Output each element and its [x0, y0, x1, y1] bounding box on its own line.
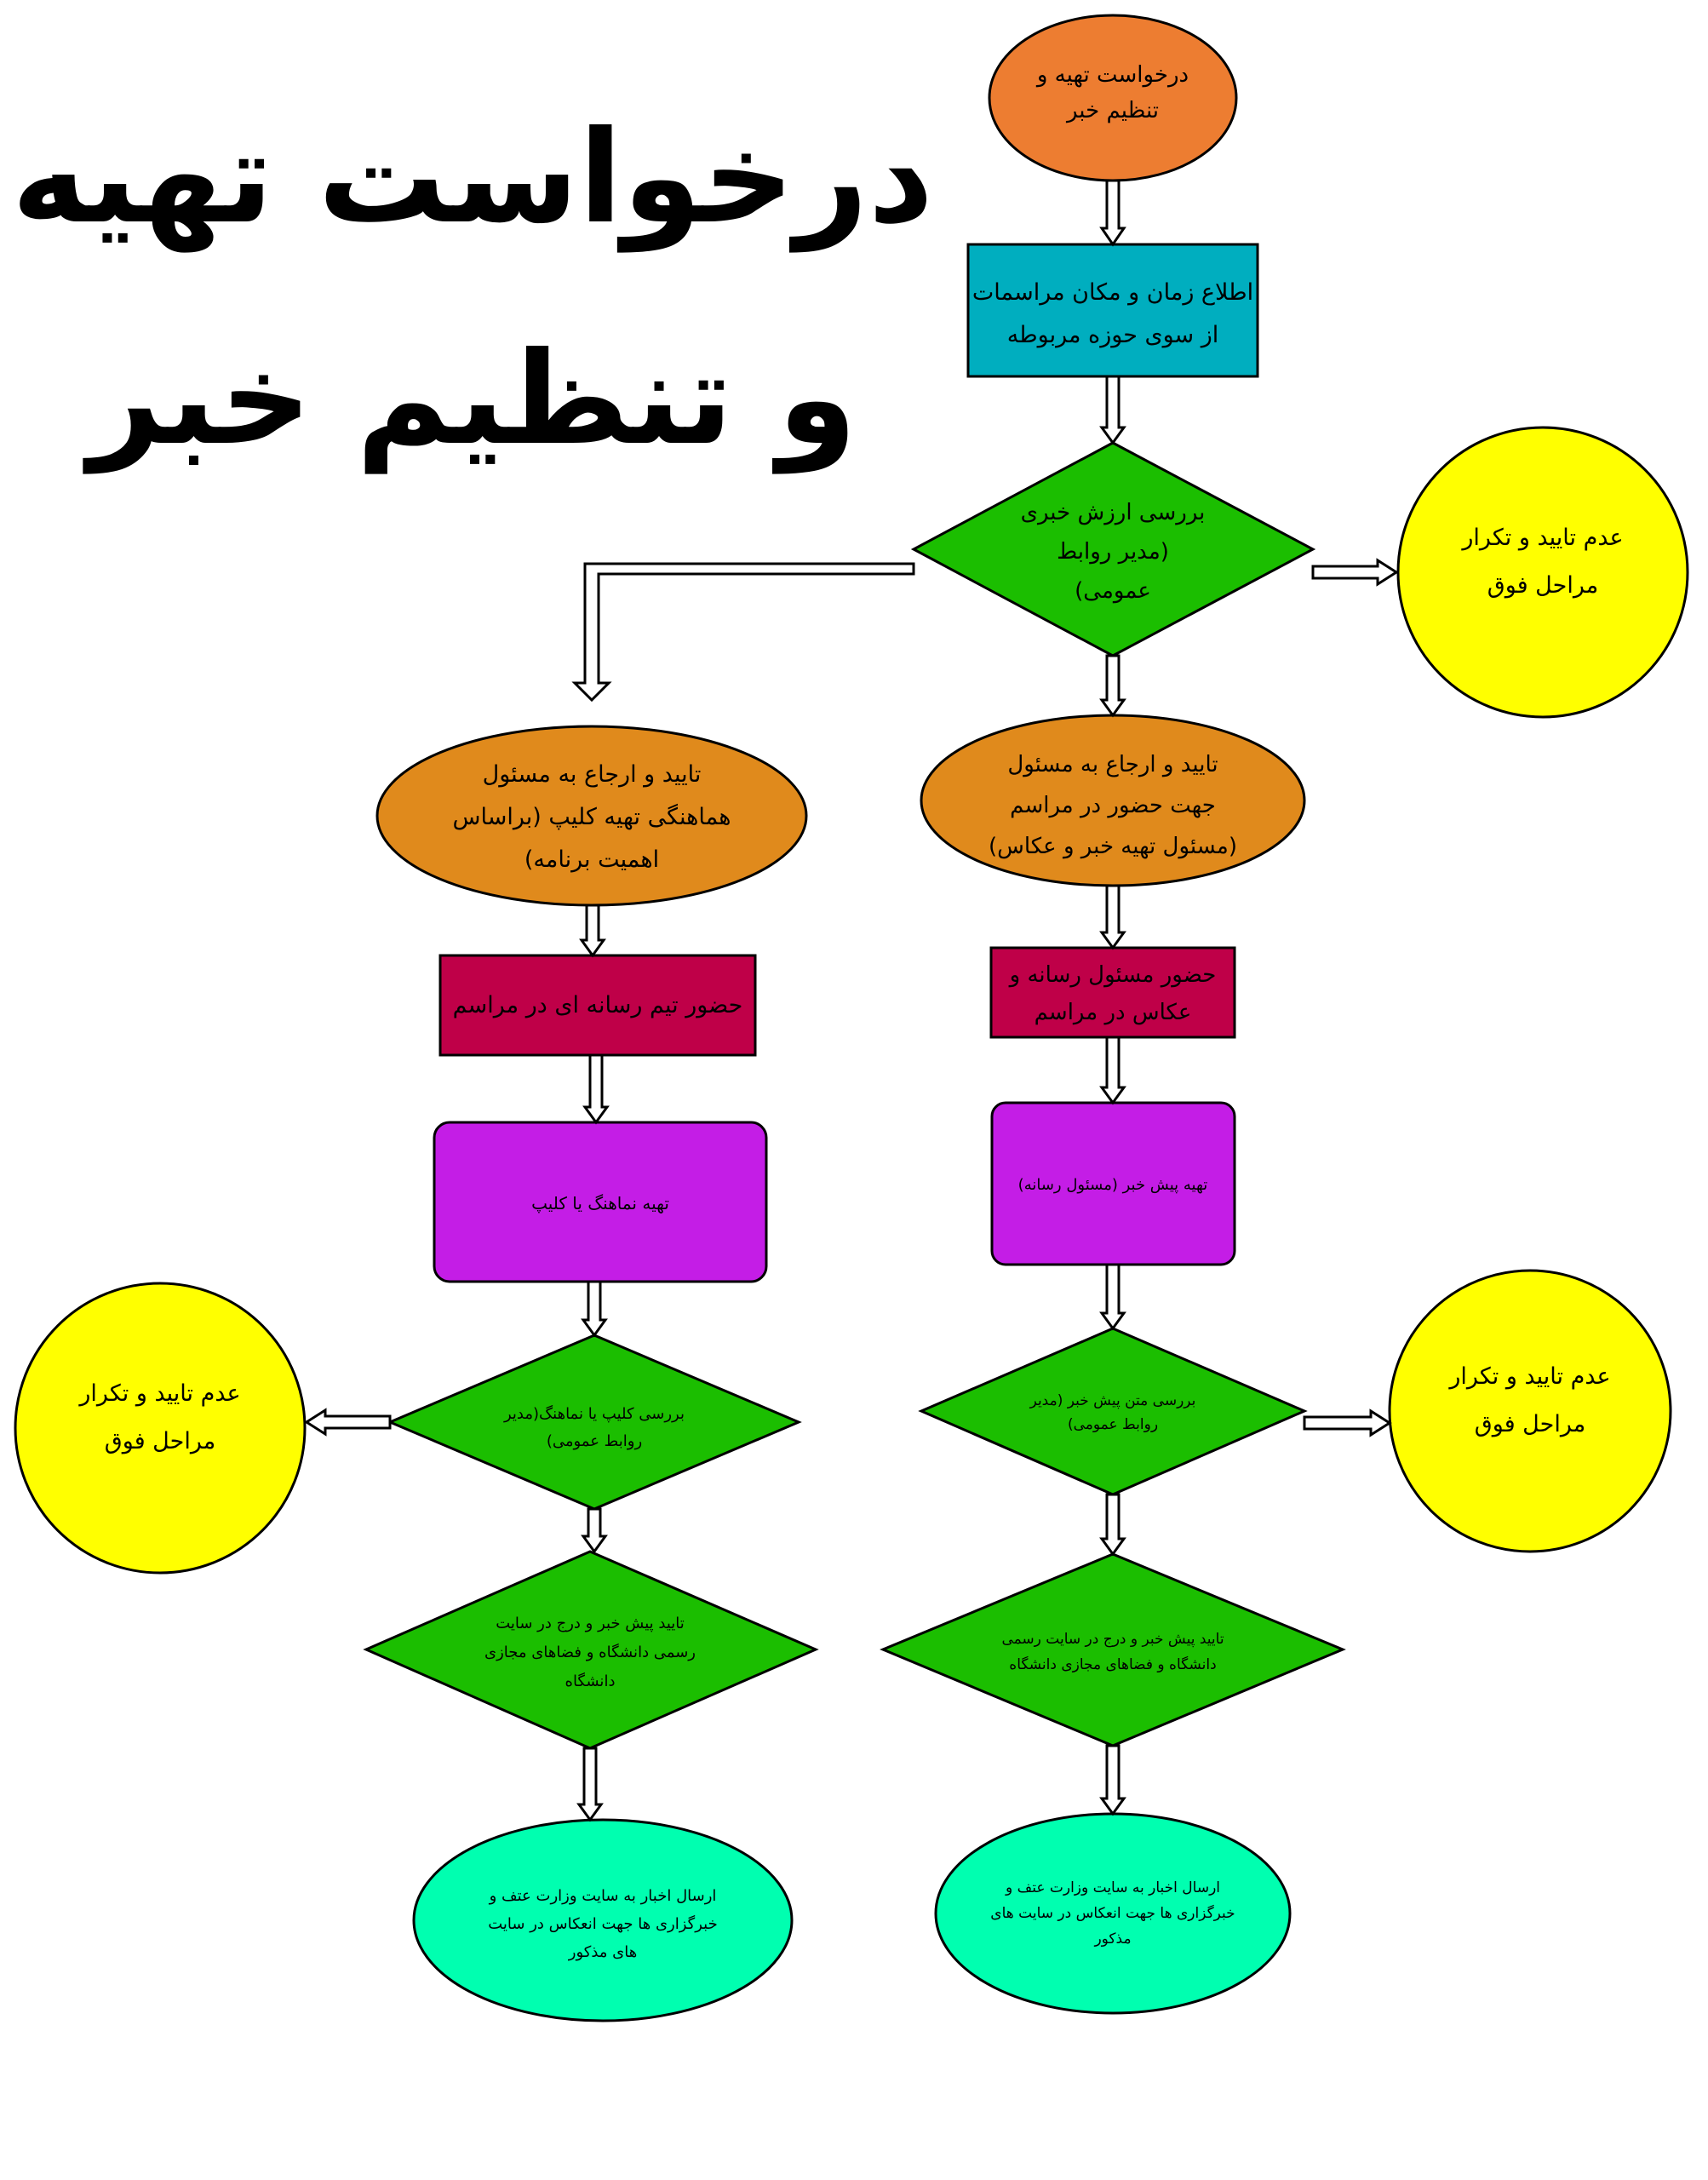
arrow-review-news-publish — [1099, 1493, 1126, 1557]
send-left-label-line-1: ارسال اخبار به سایت وزارت عتف و — [489, 1887, 717, 1905]
reject-top-label-line-1: عدم تایید و تکرار — [1460, 525, 1623, 551]
send-right-label-line-2: خبرگزاری ها جهت انعکاس در سایت های — [990, 1904, 1235, 1922]
arrow-review-approve-left — [571, 562, 915, 703]
review-value-label-line-3: عمومی) — [1075, 578, 1151, 604]
announce-node — [966, 243, 1259, 378]
node-labels: درخواست تهیه و تنظیم خبر اطلاع زمان و مکان… — [77, 62, 1623, 1961]
arrow-publish-send-right — [1099, 1744, 1126, 1816]
reject-left-node — [14, 1282, 307, 1575]
review-value-label-line-2: (مدیر روابط — [1057, 539, 1169, 565]
media-attend-node — [989, 946, 1236, 1039]
arrow-review-approve-right — [1099, 654, 1126, 718]
arrow-team-clip — [582, 1053, 610, 1125]
publish-left-label-line-1: تایید پیش خبر و درج در سایت — [496, 1615, 685, 1632]
reject-right-label-line-2: مراحل فوق — [1475, 1411, 1585, 1437]
arrow-approve-right-media — [1099, 884, 1126, 950]
approve-left-label-line-1: تایید و ارجاع به مسئول — [483, 761, 702, 788]
announce-label-line-2: از سوی حوزه مربوطه — [1007, 322, 1219, 348]
review-news-node — [918, 1327, 1308, 1496]
arrow-news-review — [1099, 1263, 1126, 1331]
arrow-start-announce — [1099, 179, 1126, 247]
arrows — [304, 179, 1399, 1822]
reject-left-label-line-1: عدم تایید و تکرار — [77, 1380, 240, 1407]
publish-right-node — [880, 1552, 1346, 1747]
review-value-label-line-1: بررسی ارزش خبری — [1021, 500, 1206, 525]
arrow-clip-review — [581, 1280, 608, 1338]
arrow-review-reject-top — [1311, 558, 1399, 587]
send-left-label-line-2: خبرگزاری ها جهت انعکاس در سایت — [488, 1914, 718, 1933]
review-clip-label-line-1: بررسی کلیپ یا نماهنگ(مدیر — [503, 1404, 685, 1423]
publish-left-label-line-2: رسمی دانشگاه و فضاهای مجازی — [484, 1643, 696, 1661]
approve-right-label-line-3: (مسئول تهیه خبر و عکاس) — [989, 834, 1237, 859]
publish-right-label-line-2: دانشگاه و فضاهای مجازی دانشگاه — [1009, 1655, 1216, 1673]
prepare-news-label-line-1: تهیه پیش خبر (مسئول رسانه) — [1018, 1176, 1208, 1194]
reject-top-label-line-2: مراحل فوق — [1487, 572, 1598, 599]
prepare-clip-label-line-1: تهیه نماهنگ یا کلیپ — [531, 1193, 669, 1214]
team-attend-label-line-1: حضور تیم رسانه ای در مراسم — [453, 992, 743, 1018]
arrow-review-clip-publish — [581, 1507, 608, 1554]
arrow-review-clip-reject — [304, 1408, 392, 1437]
send-left-label-line-3: های مذکور — [568, 1943, 637, 1961]
reject-left-label-line-2: مراحل فوق — [105, 1428, 215, 1454]
arrow-media-news — [1099, 1036, 1126, 1105]
arrow-approve-left-team — [579, 904, 606, 958]
approve-left-label-line-2: هماهنگی تهیه کلیپ (براساس — [453, 803, 731, 830]
reject-right-node — [1388, 1269, 1672, 1553]
arrow-announce-review — [1099, 375, 1126, 445]
approve-right-label-line-1: تایید و ارجاع به مسئول — [1007, 752, 1218, 777]
approve-left-label-line-3: اهمیت برنامه) — [524, 846, 659, 873]
team-attend-node — [438, 954, 757, 1057]
reject-right-label-line-1: عدم تایید و تکرار — [1447, 1363, 1610, 1390]
media-attend-label-line-1: حضور مسئول رسانه و — [1008, 962, 1217, 988]
review-news-label-line-1: بررسی متن پیش خبر (مدیر — [1029, 1392, 1196, 1409]
send-right-label-line-1: ارسال اخبار به سایت وزارت عتف و — [1005, 1879, 1220, 1896]
title-line-1: درخواست تهیه — [12, 104, 934, 253]
start-label-line-1: درخواست تهیه و — [1035, 62, 1189, 88]
announce-label-line-1: اطلاع زمان و مکان مراسمات — [972, 279, 1253, 306]
title-line-2: و تنظیم خبر — [83, 325, 857, 474]
send-right-label-line-3: مذکور — [1093, 1930, 1131, 1948]
send-left-node — [412, 1818, 794, 2022]
arrow-publish-send-left — [576, 1747, 604, 1822]
publish-left-label-line-3: دانشگاه — [565, 1672, 616, 1690]
media-attend-label-line-2: عکاس در مراسم — [1035, 1000, 1192, 1025]
approve-right-label-line-2: جهت حضور در مراسم — [1010, 793, 1216, 818]
review-news-label-line-2: روابط عمومی) — [1068, 1416, 1158, 1433]
review-clip-label-line-2: روابط عمومی) — [547, 1432, 642, 1450]
publish-right-label-line-1: تایید پیش خبر و درج در سایت رسمی — [1001, 1631, 1224, 1648]
arrow-review-news-reject — [1303, 1408, 1392, 1437]
start-label-line-2: تنظیم خبر — [1065, 98, 1159, 123]
